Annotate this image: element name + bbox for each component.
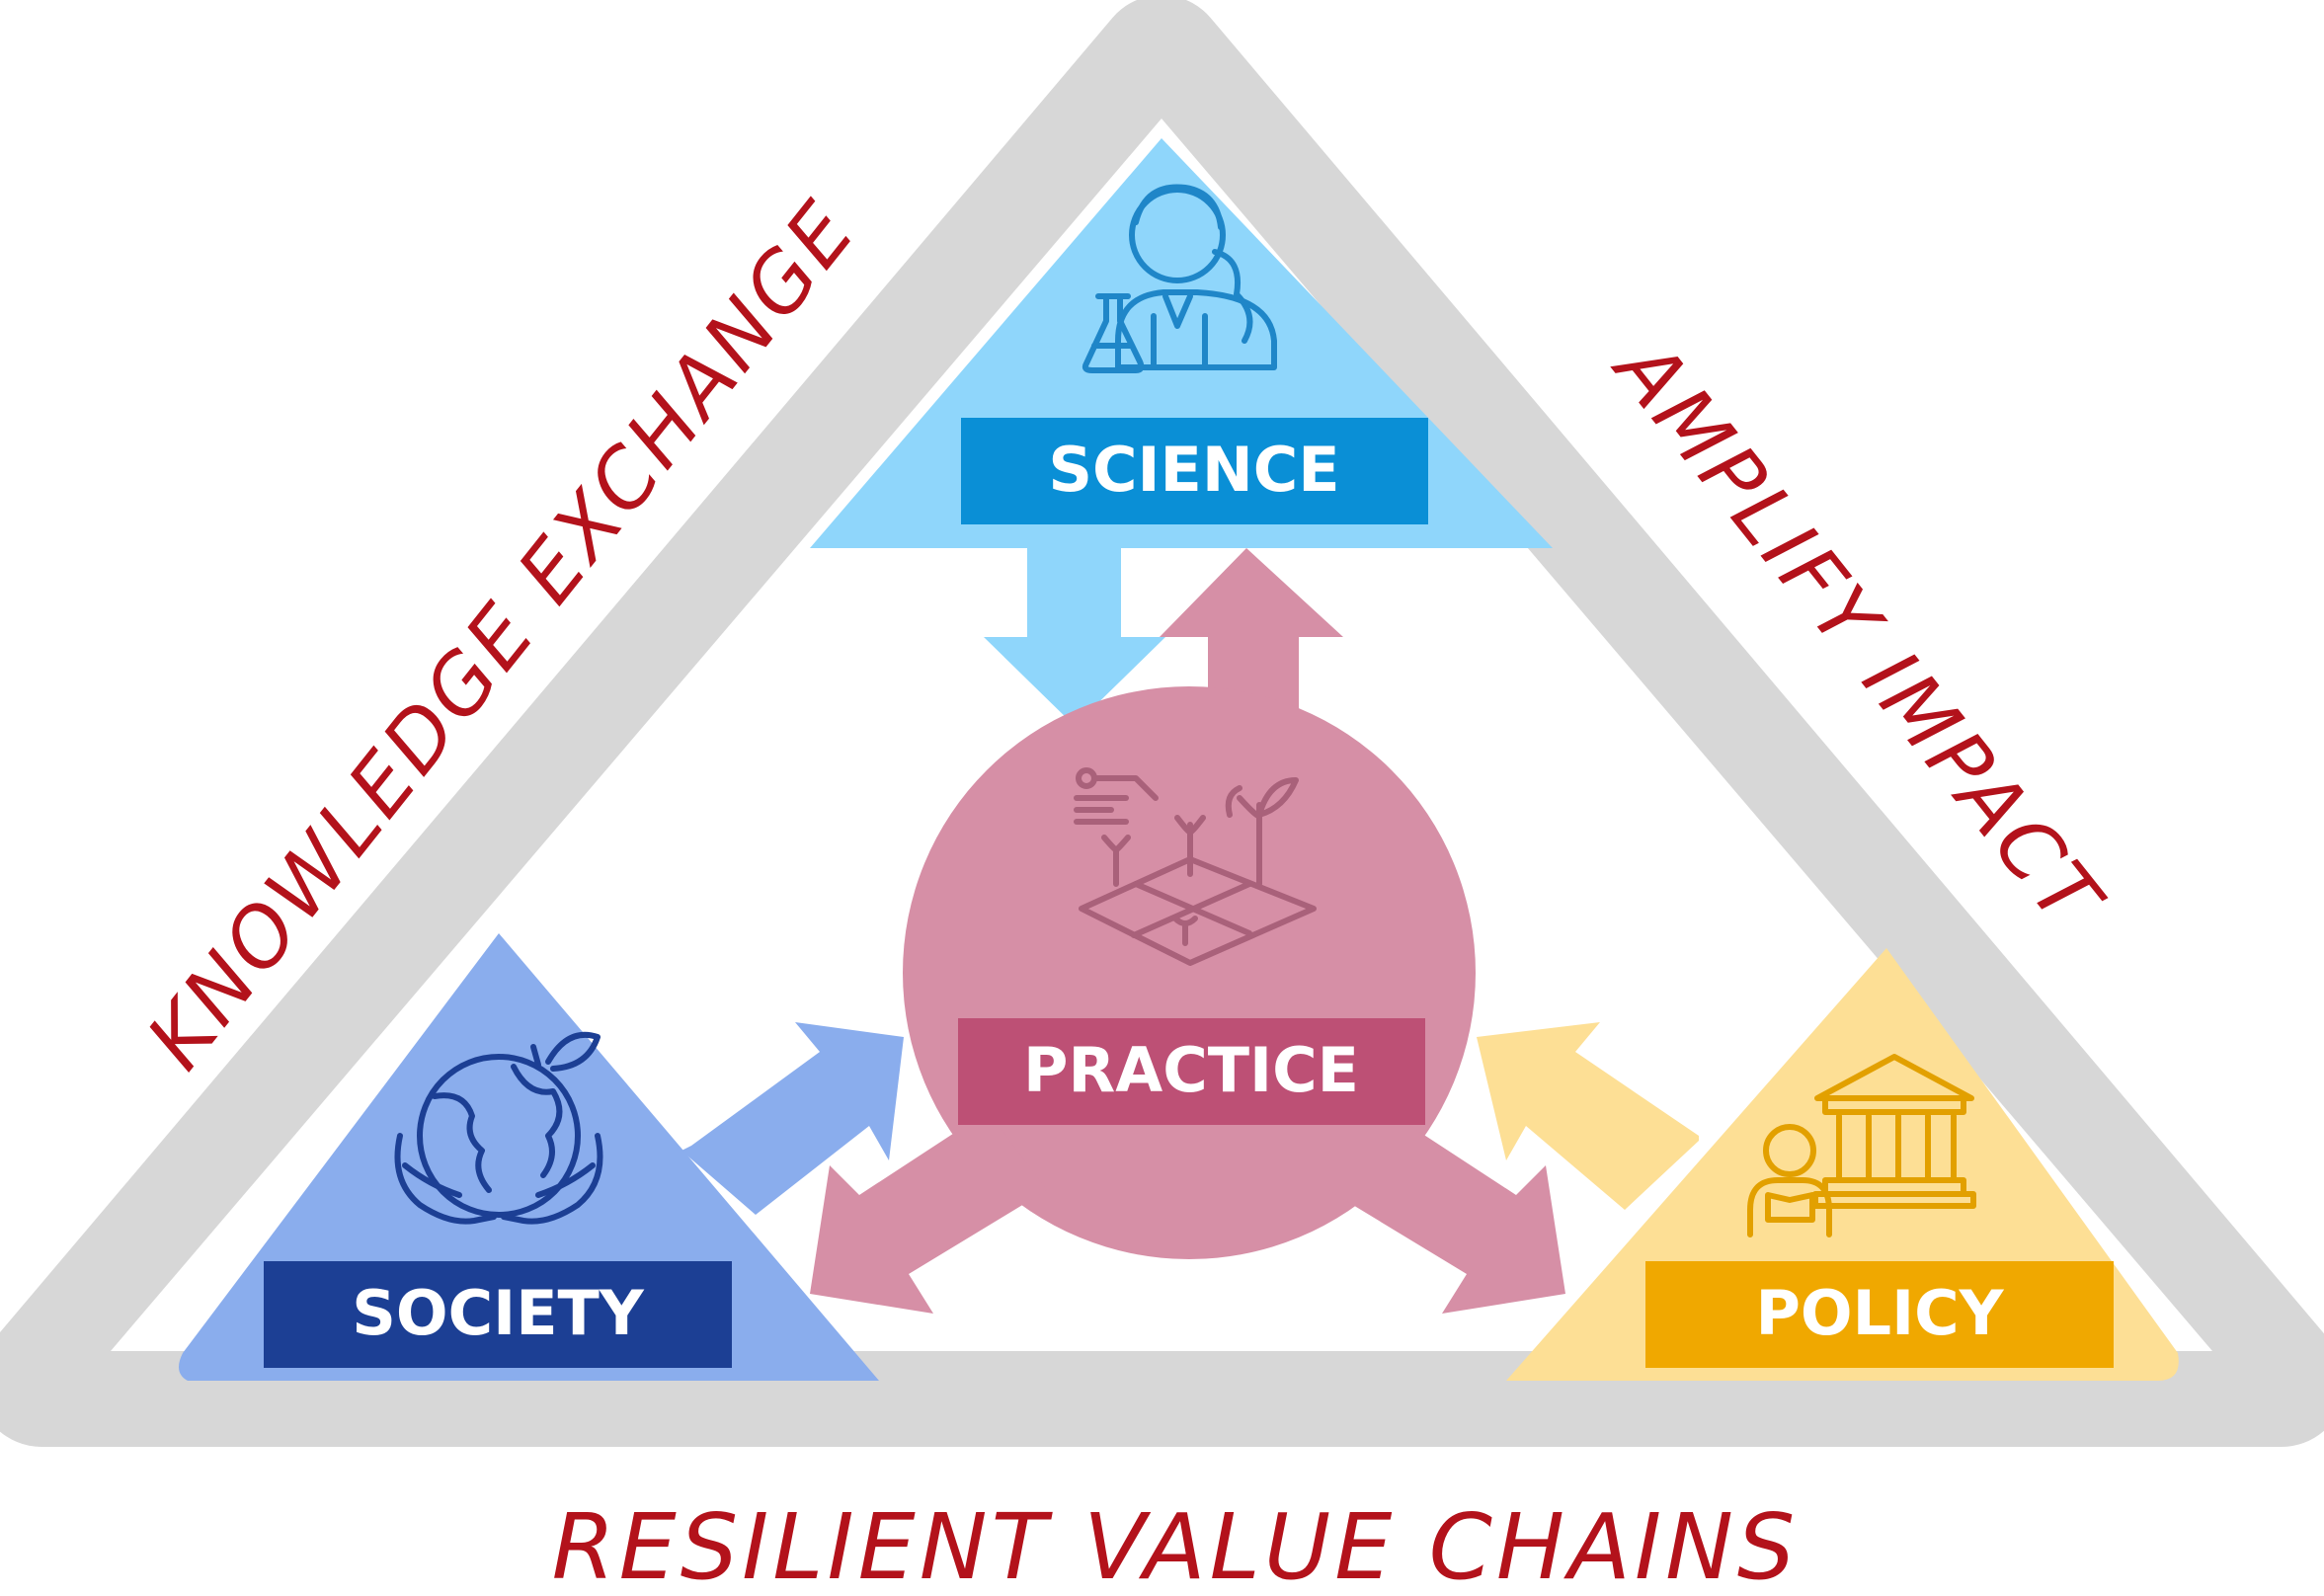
practice-to-society-arrow bbox=[810, 1111, 1047, 1314]
policy-to-practice-arrow bbox=[1477, 1022, 1699, 1210]
science-to-practice-arrow bbox=[984, 548, 1165, 726]
society-badge: SOCIETY bbox=[264, 1261, 732, 1368]
practice-badge: PRACTICE bbox=[958, 1018, 1425, 1125]
science-label: SCIENCE bbox=[1048, 434, 1339, 506]
resilient-value-chains-label: RESILIENT VALUE CHAINS bbox=[552, 1494, 1800, 1596]
practice-to-policy-arrow bbox=[1328, 1111, 1565, 1314]
practice-label: PRACTICE bbox=[1023, 1034, 1359, 1106]
science-badge: SCIENCE bbox=[961, 418, 1428, 524]
practice-to-science-arrow bbox=[1160, 548, 1343, 731]
policy-badge: POLICY bbox=[1645, 1261, 2114, 1368]
government-building-icon bbox=[1747, 1054, 1976, 1237]
globe-in-hands-icon bbox=[394, 1031, 603, 1225]
policy-label: POLICY bbox=[1755, 1277, 2004, 1349]
scientist-icon bbox=[1082, 184, 1277, 373]
society-label: SOCIETY bbox=[352, 1277, 645, 1349]
society-to-practice-arrow bbox=[681, 1022, 904, 1215]
field-plants-icon bbox=[1074, 767, 1317, 966]
